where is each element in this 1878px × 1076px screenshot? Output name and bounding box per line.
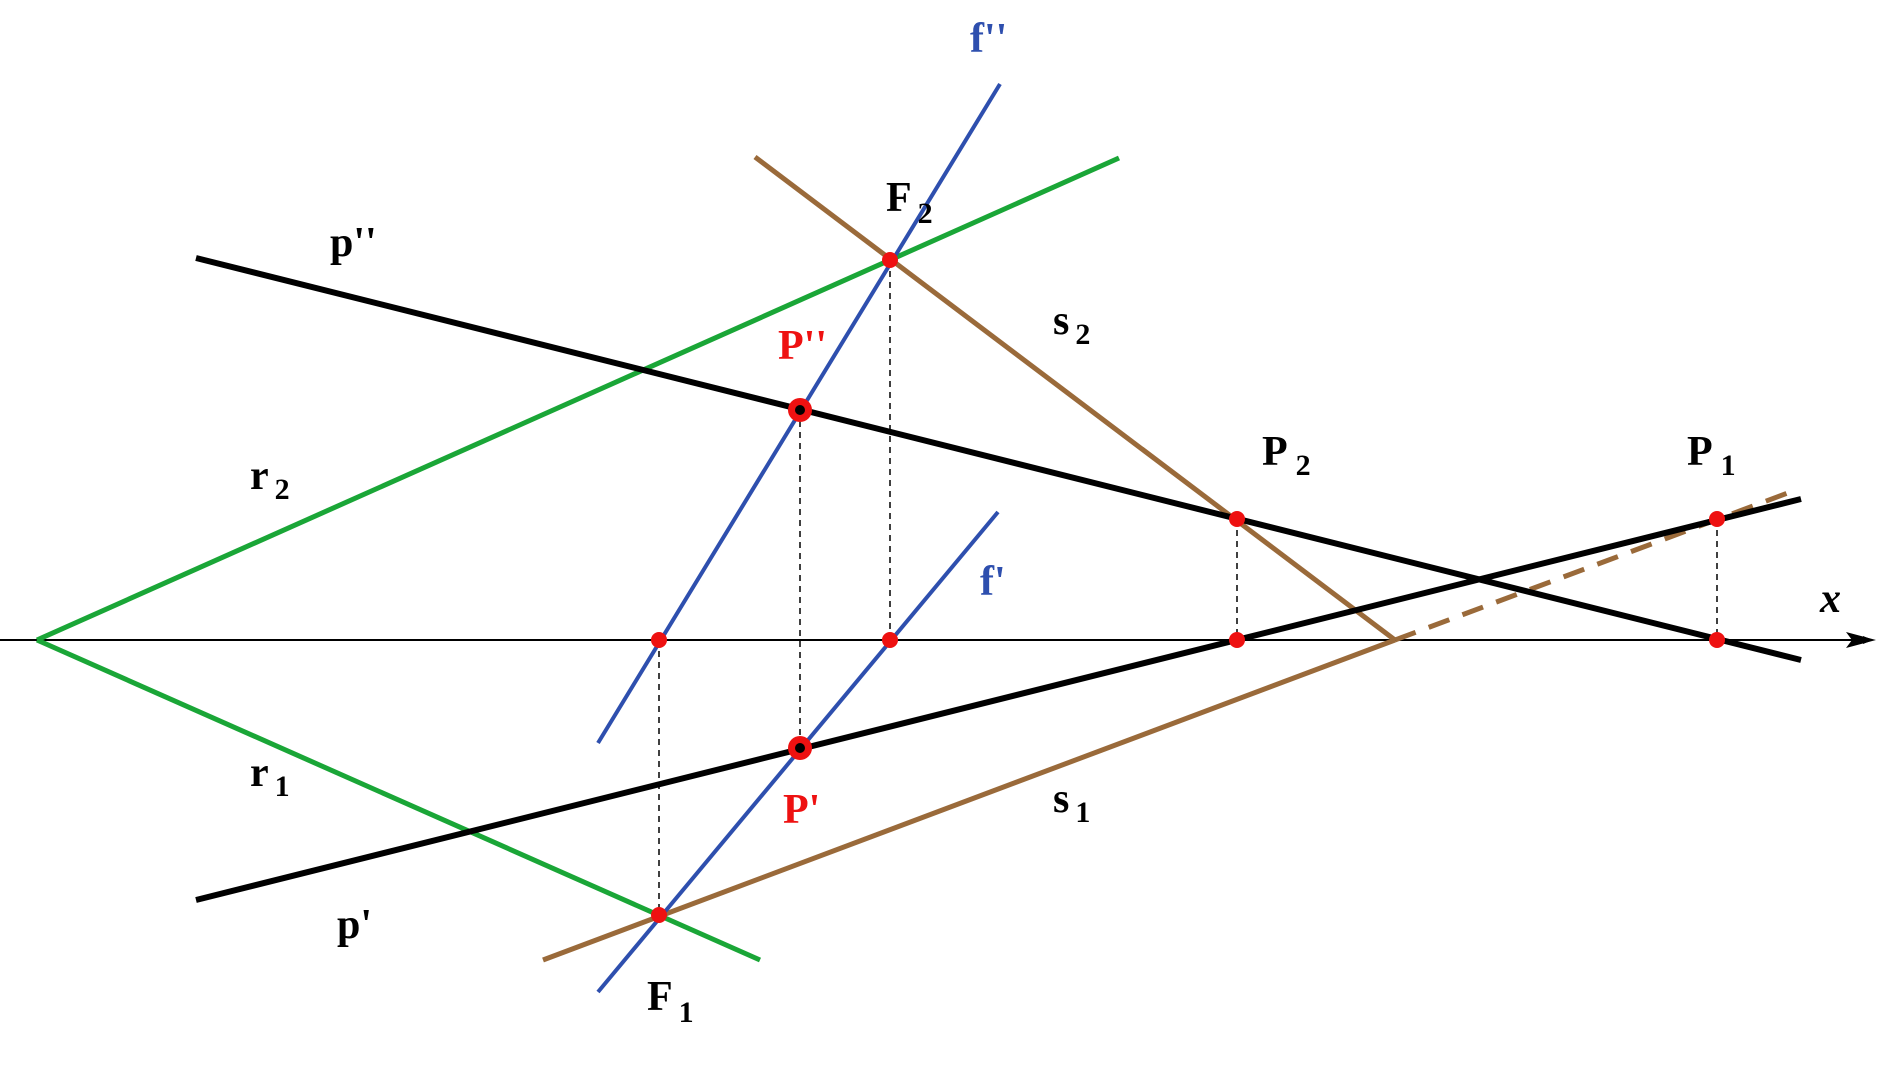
projection-lines	[658, 260, 1718, 915]
label-p-prime: p'	[337, 902, 372, 948]
point-P-prime	[788, 736, 812, 760]
point-F2	[882, 252, 898, 268]
point-P2-axis	[1229, 632, 1245, 648]
label-P-double-prime: P''	[778, 323, 827, 369]
point-f-double-prime-axis	[651, 632, 667, 648]
line-p-double-prime	[195, 255, 1802, 663]
label-f-prime: f'	[980, 559, 1006, 605]
point-F1	[651, 907, 667, 923]
line-r2	[35, 155, 1121, 643]
point-P2	[1229, 511, 1245, 527]
x-axis-arrowhead	[1846, 632, 1876, 648]
point-P1	[1709, 511, 1725, 527]
line-s1	[542, 637, 1396, 963]
point-f-prime-axis	[882, 632, 898, 648]
label-x-axis: x	[1819, 576, 1841, 622]
line-p-prime	[195, 496, 1802, 903]
label-f-double-prime: f''	[970, 16, 1007, 62]
points	[651, 252, 1725, 923]
point-P-double-prime	[788, 398, 812, 422]
point-P1-axis	[1709, 632, 1725, 648]
line-r1	[35, 637, 762, 963]
label-P-prime: P'	[783, 787, 820, 833]
label-p-double-prime: p''	[330, 220, 377, 266]
line-s2	[753, 155, 1397, 642]
